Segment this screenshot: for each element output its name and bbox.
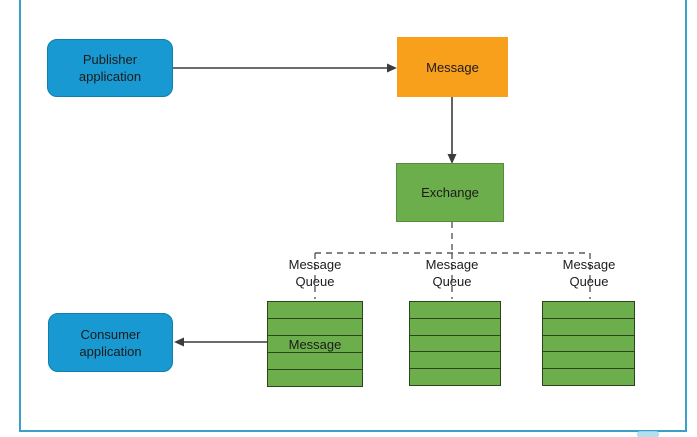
message-queue-1-stack: Message (267, 301, 363, 387)
consumer-application-label: Consumer application (79, 326, 142, 359)
queue-row (543, 317, 634, 335)
message-queue-3-stack (542, 301, 635, 386)
publisher-to-message-arrow (173, 63, 397, 73)
message-queue-2-label: Message Queue (425, 257, 479, 289)
queue-row (543, 351, 634, 368)
exchange-to-queues-dashed-lines (314, 222, 591, 299)
queue-row (268, 318, 362, 335)
exchange-node: Exchange (396, 163, 504, 222)
queue-row (268, 302, 362, 318)
queue-row (410, 334, 500, 352)
queue-row (543, 302, 634, 318)
message-label: Message (426, 59, 479, 75)
watermark-fragment (637, 431, 659, 437)
queue-row (410, 317, 500, 335)
exchange-label: Exchange (421, 185, 479, 200)
queue-row (268, 369, 362, 386)
diagram-border-frame (19, 0, 687, 432)
message-queue-2-stack (409, 301, 501, 386)
queue-row (410, 302, 500, 318)
queue-row (268, 352, 362, 369)
message-to-exchange-arrow (447, 97, 457, 164)
queue-row-with-message: Message (268, 335, 362, 352)
queue-row (410, 368, 500, 385)
publisher-application-node: Publisher application (47, 39, 173, 97)
publisher-application-label: Publisher application (78, 52, 142, 84)
queue-row (410, 351, 500, 368)
queued-message-label: Message (288, 336, 342, 352)
queue-to-consumer-arrow (174, 337, 267, 347)
message-queue-3-label: Message Queue (562, 257, 616, 289)
message-queue-1-label: Message Queue (288, 257, 342, 289)
queue-row (543, 368, 634, 385)
message-node: Message (397, 37, 508, 97)
consumer-application-node: Consumer application (48, 313, 173, 372)
queue-row (543, 334, 634, 352)
